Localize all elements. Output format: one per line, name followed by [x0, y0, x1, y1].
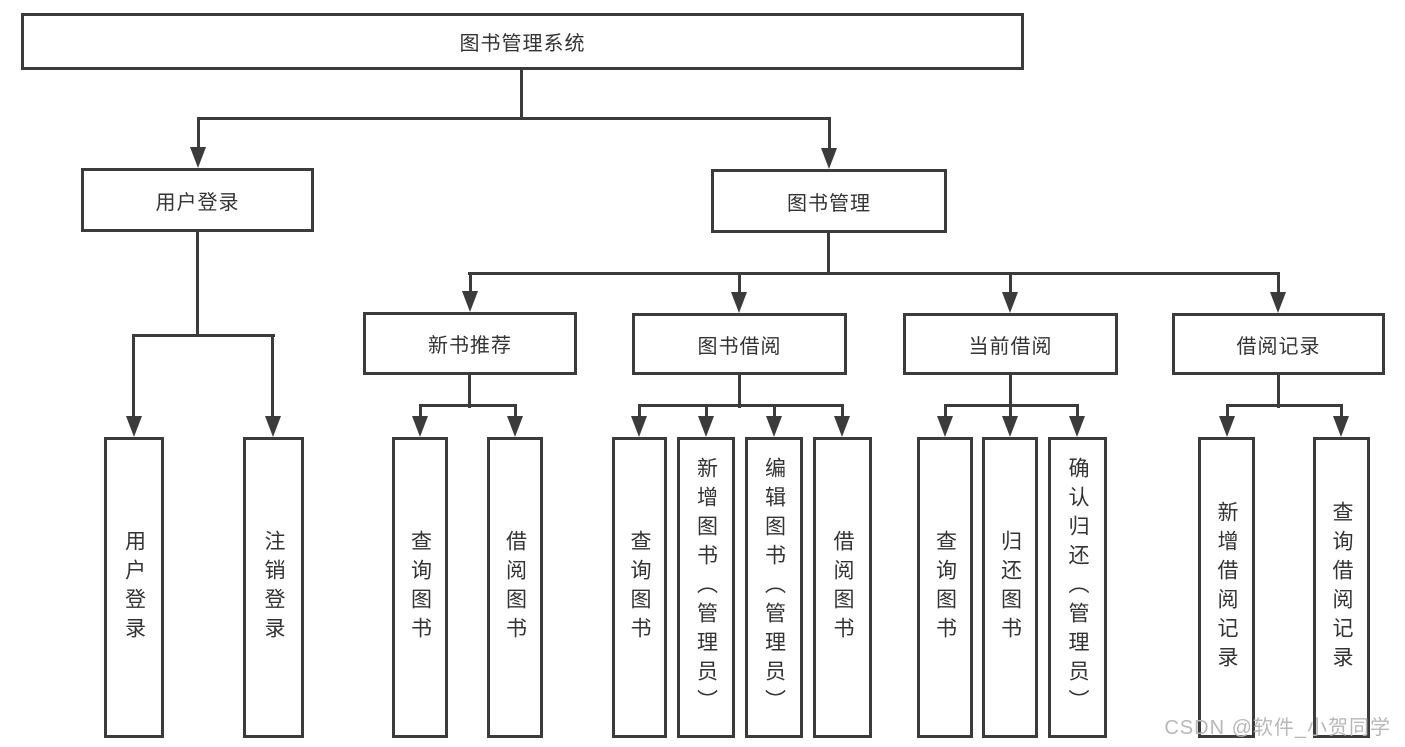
leaf-label: 新增图书（管理员）: [694, 457, 718, 718]
arrow-down-icon: [265, 416, 281, 437]
connector-stem: [828, 117, 831, 150]
arrow-down-icon: [937, 416, 953, 437]
leaf-label: 查询图书: [933, 529, 957, 646]
connector-stem: [197, 117, 200, 149]
node-root-library-management-system: 图书管理系统: [21, 13, 1024, 70]
connector-book-borrowing-split: [638, 404, 844, 407]
node-book-management: 图书管理: [711, 169, 947, 233]
arrow-down-icon: [631, 416, 647, 437]
connector-stem: [638, 404, 641, 418]
connector-stem: [1226, 404, 1229, 418]
arrow-down-icon: [1219, 416, 1235, 437]
leaf-add-books-admin: 新增图书（管理员）: [677, 437, 735, 738]
connector-user-login-stem: [196, 231, 199, 337]
leaf-return-books: 归还图书: [982, 437, 1038, 738]
connector-stem: [1076, 404, 1079, 418]
leaf-label: 归还图书: [998, 529, 1022, 646]
node-label: 图书借阅: [697, 335, 782, 358]
leaf-label: 查询图书: [408, 529, 432, 646]
connector-stem: [1277, 272, 1280, 293]
leaf-query-books-borrowing: 查询图书: [612, 437, 667, 738]
node-label: 新书推荐: [428, 335, 512, 357]
leaf-borrow-books: 借阅图书: [813, 437, 872, 738]
connector-stem: [773, 404, 776, 418]
connector-stem: [1009, 404, 1012, 418]
connector-stem: [514, 404, 517, 418]
arrow-down-icon: [698, 416, 714, 437]
arrow-down-icon: [1002, 292, 1018, 313]
connector-stem: [419, 404, 422, 418]
arrow-down-icon: [1333, 416, 1349, 437]
arrow-down-icon: [126, 416, 142, 437]
leaf-label: 新增借阅记录: [1215, 500, 1238, 675]
node-label: 借阅记录: [1236, 335, 1321, 358]
arrow-down-icon: [1069, 416, 1085, 437]
node-new-book-recommend: 新书推荐: [363, 312, 577, 375]
connector-borrowing-records-split: [1226, 404, 1343, 407]
connector-book-management-stem: [827, 232, 830, 275]
connector-stem: [271, 334, 274, 418]
leaf-borrow-books-recommend: 借阅图书: [487, 437, 543, 738]
connector-current-borrowing-stem: [1009, 373, 1012, 408]
leaf-label: 编辑图书（管理员）: [762, 457, 786, 718]
leaf-query-books-current: 查询图书: [917, 437, 973, 738]
connector-user-login-split: [133, 334, 275, 337]
arrow-down-icon: [412, 416, 428, 437]
node-borrowing-records: 借阅记录: [1172, 313, 1385, 375]
arrow-down-icon: [462, 291, 478, 312]
node-label: 用户登录: [155, 191, 240, 214]
connector-stem: [132, 334, 135, 418]
connector-book-borrowing-stem: [738, 373, 741, 408]
connector-borrowing-records-stem: [1277, 373, 1280, 408]
arrow-down-icon: [834, 416, 850, 437]
connector-new-book-split: [419, 404, 517, 407]
arrow-down-icon: [821, 148, 837, 169]
connector-book-management-split: [468, 272, 1279, 275]
connector-stem: [841, 404, 844, 418]
leaf-label: 注销登录: [262, 529, 285, 646]
connector-stem: [469, 272, 472, 293]
leaf-add-borrow-record: 新增借阅记录: [1198, 437, 1255, 738]
connector-root-stem: [520, 69, 523, 119]
node-label: 当前借阅: [968, 335, 1053, 358]
node-book-borrowing: 图书借阅: [632, 313, 847, 375]
connector-root-split: [198, 117, 831, 120]
arrow-down-icon: [766, 416, 782, 437]
arrow-down-icon: [190, 147, 206, 168]
leaf-confirm-return-admin: 确认归还（管理员）: [1048, 437, 1107, 738]
arrow-down-icon: [1270, 292, 1286, 313]
arrow-down-icon: [1002, 416, 1018, 437]
connector-stem: [1009, 272, 1012, 293]
node-user-login: 用户登录: [81, 168, 314, 232]
leaf-label: 借阅图书: [831, 529, 854, 646]
leaf-user-login: 用户登录: [104, 437, 164, 738]
leaf-label: 查询图书: [628, 529, 651, 646]
leaf-query-borrow-record: 查询借阅记录: [1313, 437, 1370, 738]
connector-stem: [944, 404, 947, 418]
leaf-label: 查询借阅记录: [1330, 500, 1353, 675]
node-label: 图书管理系统: [459, 33, 586, 55]
connector-stem: [738, 272, 741, 293]
leaf-logout: 注销登录: [243, 437, 304, 738]
watermark: CSDN @软件_小贺同学: [1164, 717, 1391, 739]
leaf-label: 用户登录: [122, 529, 146, 646]
leaf-query-books-recommend: 查询图书: [392, 437, 448, 738]
node-label: 图书管理: [787, 192, 871, 215]
leaf-label: 确认归还（管理员）: [1066, 457, 1089, 718]
node-current-borrowing: 当前借阅: [903, 313, 1118, 375]
connector-stem: [705, 404, 708, 418]
leaf-label: 借阅图书: [503, 529, 527, 646]
arrow-down-icon: [507, 416, 523, 437]
arrow-down-icon: [731, 292, 747, 313]
leaf-edit-books-admin: 编辑图书（管理员）: [745, 437, 803, 738]
connector-stem: [1340, 404, 1343, 418]
connector-new-book-stem: [468, 373, 471, 408]
